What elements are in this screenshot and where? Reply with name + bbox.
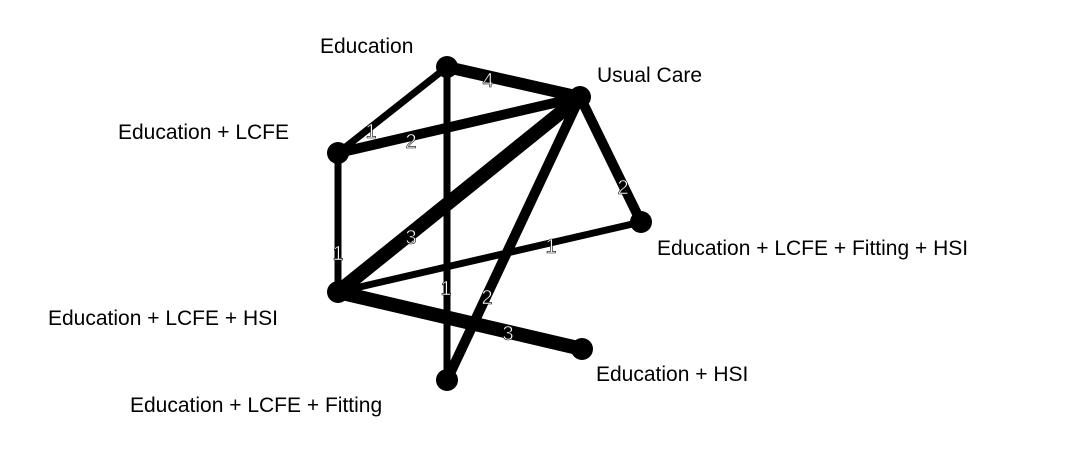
node-label-uc: Usual Care (597, 64, 703, 87)
node-edu (436, 56, 458, 78)
node-label-fhsi: Education + LCFE + Fitting + HSI (657, 237, 969, 260)
node-label-lcfe: Education + LCFE (118, 121, 290, 144)
edge-uc-fhsi (575, 94, 646, 225)
edge-label: 1 (332, 243, 343, 265)
node-fit (436, 369, 458, 391)
node-label-ehsi: Education + HSI (596, 363, 749, 386)
node-uc (569, 86, 591, 108)
edge-lhsi-fhsi (337, 218, 642, 296)
edge-edu-lcfe (335, 64, 450, 156)
edge-label: 3 (502, 323, 513, 345)
nodes-group (327, 56, 652, 391)
edge-lhsi-ehsi (336, 285, 584, 356)
node-label-lhsi: Education + LCFE + HSI (48, 307, 278, 330)
edges-group (333, 61, 646, 383)
node-lcfe (327, 142, 349, 164)
edge-label: 1 (365, 121, 376, 143)
edge-label: 4 (482, 70, 493, 92)
edge-lhsi-uc (333, 91, 585, 298)
edge-lcfe-uc (336, 92, 582, 158)
edge-edu-uc (445, 61, 582, 103)
edge-label: 1 (440, 278, 451, 300)
edge-label: 3 (405, 227, 416, 249)
node-label-edu: Education (320, 35, 414, 58)
node-lhsi (327, 281, 349, 303)
edge-label: 2 (617, 177, 628, 199)
edge-label: 2 (405, 131, 416, 153)
edge-fit-uc (442, 94, 585, 383)
edge-label: 2 (481, 287, 492, 309)
node-label-fit: Education + LCFE + Fitting (130, 394, 383, 417)
node-ehsi (571, 338, 593, 360)
edge-label: 1 (545, 236, 556, 258)
node-fhsi (630, 211, 652, 233)
